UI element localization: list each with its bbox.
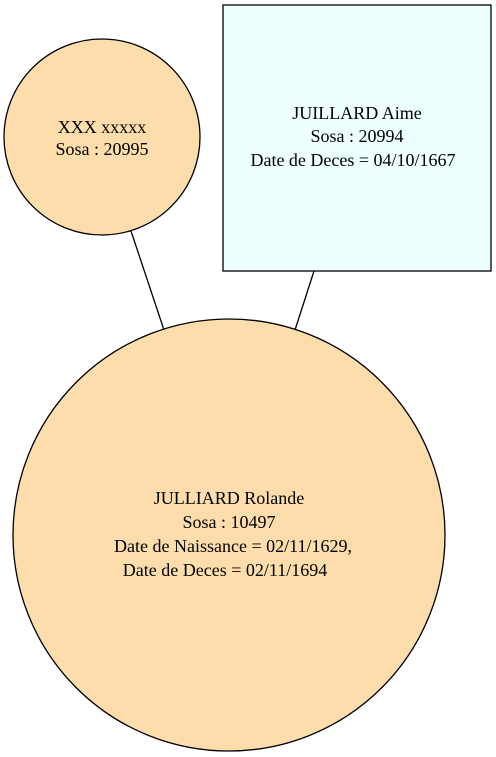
father-name: JUILLARD Aime — [292, 103, 422, 123]
father-node-shape — [222, 4, 492, 272]
child-death-date: Date de Deces = 02/11/1694 — [123, 560, 327, 580]
person-node-child[interactable]: JULLIARD Rolande Sosa : 10497 Date de Na… — [12, 318, 446, 752]
child-node-shape — [12, 318, 446, 752]
mother-sosa: Sosa : 20995 — [55, 139, 148, 159]
child-sosa: Sosa : 10497 — [182, 512, 275, 532]
mother-name: XXX xxxxx — [58, 117, 147, 137]
person-node-father[interactable]: JUILLARD Aime Sosa : 20994 Date de Deces… — [222, 4, 492, 272]
father-sosa: Sosa : 20994 — [310, 126, 403, 146]
father-death-date: Date de Deces = 04/10/1667 — [250, 150, 455, 170]
mother-node-shape — [3, 38, 201, 236]
edge-father-to-child — [294, 270, 315, 331]
child-birth-date: Date de Naissance = 02/11/1629, — [114, 536, 352, 556]
edge-mother-to-child — [130, 230, 165, 331]
child-name: JULLIARD Rolande — [154, 488, 304, 508]
person-node-mother[interactable]: XXX xxxxx Sosa : 20995 — [3, 38, 201, 236]
